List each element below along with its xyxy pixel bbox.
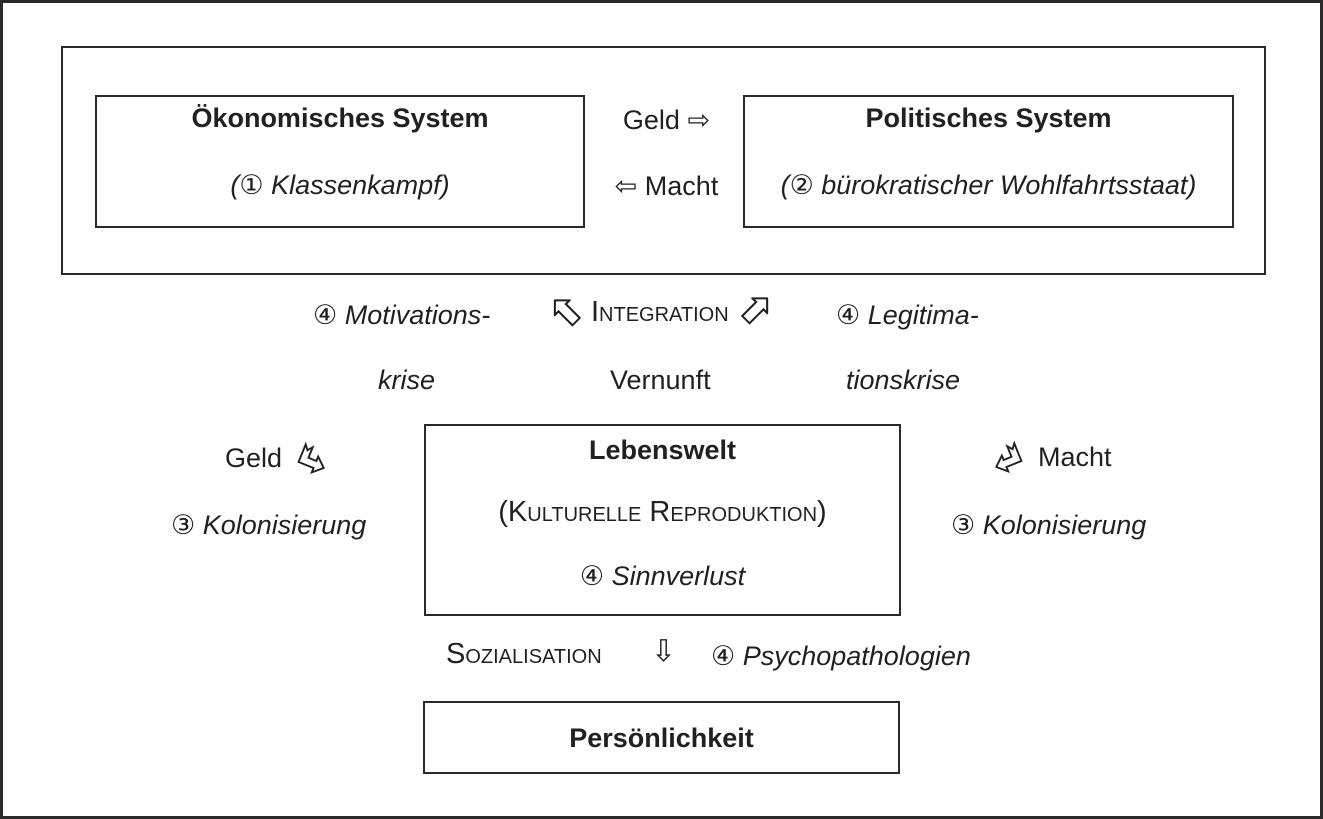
money-colonization-channel: Geld [225,441,327,475]
economic-system-subtitle: (① Klassenkampf) [230,170,450,200]
personality-title: Persönlichkeit [569,722,754,753]
motivation-crisis-line1: ④ Motivations- [313,300,491,330]
lifeworld-subtitle: (Kulturelle Reproduktion) [498,496,827,528]
systems-container-box: Ökonomisches System (① Klassenkampf) Gel… [61,46,1266,275]
integration-label: Integration [591,296,729,328]
political-system-subtitle: (② bürokratischer Wohlfahrtsstaat) [780,170,1197,200]
socialization-label: Sozialisation [446,638,602,670]
money-channel-label: Geld [225,443,283,473]
economic-system-box: Ökonomisches System (① Klassenkampf) [95,95,585,228]
economic-system-title: Ökonomisches System [191,103,489,133]
motivation-crisis-line2: krise [378,365,436,395]
political-system-title: Politisches System [865,103,1112,133]
left-colonization-label: ③ Kolonisierung [171,510,367,540]
political-system-box: Politisches System (② bürokratischer Woh… [743,95,1234,228]
money-label: Geld [622,105,680,135]
northwest-white-arrow-icon [553,299,582,327]
left-white-arrow-icon: ⇦ [614,171,638,202]
curved-down-left-white-arrow-icon [994,440,1023,473]
power-exchange-label: ⇦ Macht [588,170,745,203]
psychopathologies-label: ④ Psychopathologien [711,641,971,671]
money-exchange-label: Geld ⇨ [588,104,745,137]
lifeworld-title: Lebenswelt [588,435,737,465]
legitimation-crisis-line1: ④ Legitima- [836,300,979,330]
right-colonization-label: ③ Kolonisierung [951,510,1147,540]
lifeworld-box: Lebenswelt (Kulturelle Reproduktion) ④ S… [424,424,901,616]
northeast-white-arrow-icon [740,297,769,325]
integration-sub-label: Vernunft [610,365,711,395]
power-label: Macht [644,171,719,201]
lifeworld-crisis-label: ④ Sinnverlust [579,561,746,591]
down-white-arrow-icon: ⇩ [651,634,677,669]
legitimation-crisis-line2: tionskrise [846,365,961,395]
right-white-arrow-icon: ⇨ [687,105,711,136]
power-channel-label: Macht [1038,442,1112,472]
power-colonization-channel: Macht [993,440,1112,474]
curved-down-right-white-arrow-icon [297,441,326,474]
personality-box: Persönlichkeit [423,701,900,774]
